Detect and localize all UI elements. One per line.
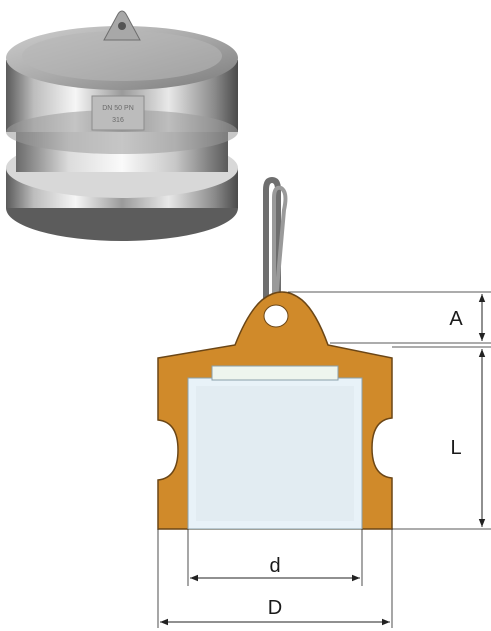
photo-top-face-inner (22, 31, 222, 81)
lug-hole (263, 304, 289, 328)
dimension-d-label: d (269, 555, 280, 577)
dimension-L: L (392, 346, 491, 530)
dimension-L-label: L (450, 437, 461, 459)
cross-section-drawing (157, 176, 393, 530)
bore-shading (196, 386, 354, 521)
dimension-D-label: D (268, 597, 282, 619)
photo-marking-text-2: 316 (112, 117, 124, 124)
product-photo: DN 50 PN 316 (6, 10, 238, 241)
photo-marking-plate (91, 95, 145, 131)
dimension-D: D (157, 529, 393, 628)
key-ring-second-loop (272, 185, 288, 302)
bore-top-recess (211, 365, 339, 381)
photo-upper-body-bottom (6, 110, 238, 154)
photo-lug-hole (118, 22, 126, 30)
dimension-d: d (187, 529, 363, 586)
photo-marking-text-1: DN 50 PN (102, 105, 134, 112)
dimension-A: A (288, 291, 491, 344)
dimension-A-label: A (449, 308, 463, 330)
